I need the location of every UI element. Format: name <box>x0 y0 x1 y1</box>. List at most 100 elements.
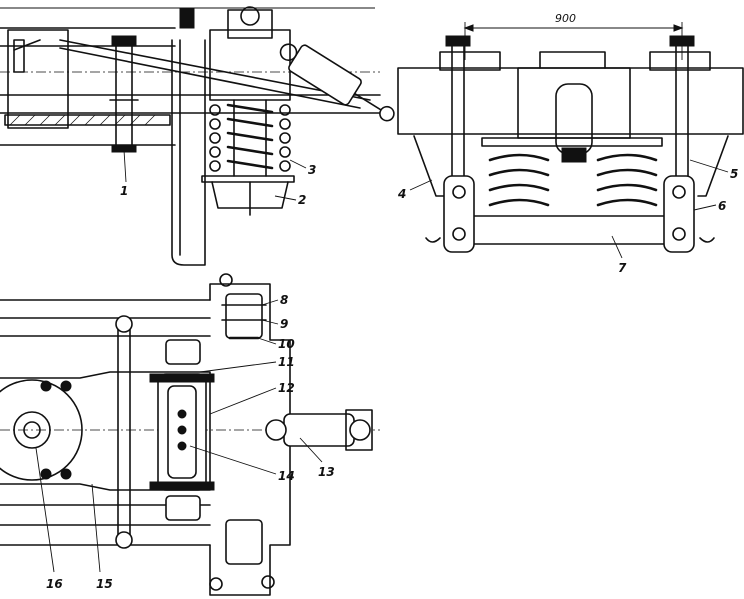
disc-center <box>23 421 41 439</box>
coil-spring-left <box>209 104 221 172</box>
svg-text:13: 13 <box>318 465 335 479</box>
shock-absorber-13 <box>283 413 355 447</box>
tie-rod-1 <box>59 39 371 101</box>
coil-spring-center <box>226 99 274 177</box>
bolster-hole-3 <box>177 441 187 451</box>
shock-eye-left <box>265 419 287 441</box>
spring-seat <box>201 175 295 183</box>
frame-box <box>7 29 69 129</box>
callout-2: 2 <box>274 193 306 207</box>
rivet-4 <box>60 468 72 480</box>
plan-view: 8 9 10 11 12 13 14 15 <box>0 273 380 596</box>
callout-14: 14 <box>189 445 295 483</box>
frame-lug <box>13 39 25 73</box>
bolster-plate-top <box>149 373 215 383</box>
hanger-left-4 <box>413 135 447 197</box>
bottom-lug-right <box>261 575 275 589</box>
top-bolt-head <box>179 7 195 29</box>
top-hanger <box>225 293 263 339</box>
callout-8: 8 <box>261 293 288 307</box>
housing-cap <box>227 9 273 39</box>
floor-hatching <box>9 114 156 126</box>
bolster-hole-1 <box>177 409 187 419</box>
pivot-cap <box>539 51 606 69</box>
bolster-plate-bottom <box>149 481 215 491</box>
callout-5: 5 <box>689 159 738 181</box>
rivet-1 <box>40 380 52 392</box>
svg-text:7: 7 <box>618 261 627 275</box>
callout-13: 13 <box>299 437 335 479</box>
spring-plate-top <box>481 137 663 147</box>
lower-pad <box>165 495 201 521</box>
svg-text:15: 15 <box>96 577 113 591</box>
callout-1: 1 <box>120 149 128 198</box>
svg-text:11: 11 <box>278 355 295 369</box>
callout-11: 11 <box>199 355 295 373</box>
center-pivot-block <box>517 67 631 139</box>
shock-eye-right <box>349 419 371 441</box>
brace-pin-bottom <box>115 531 133 549</box>
hook-left <box>425 237 441 243</box>
callout-9: 9 <box>261 317 288 331</box>
svg-text:14: 14 <box>278 469 295 483</box>
bolster-hole-2 <box>177 425 187 435</box>
rivet-3 <box>40 468 52 480</box>
svg-text:1: 1 <box>120 184 128 198</box>
svg-text:8: 8 <box>280 293 288 307</box>
callout-7: 7 <box>611 235 627 275</box>
pin-left-lower <box>452 227 466 241</box>
pin-right-lower <box>672 227 686 241</box>
bracket-line <box>13 39 41 51</box>
bottom-lug <box>209 577 223 591</box>
top-lug <box>219 273 233 287</box>
bottom-hanger <box>225 519 263 565</box>
rivet-2 <box>60 380 72 392</box>
pin-right-upper <box>672 185 686 199</box>
wheel-profile <box>171 39 206 266</box>
end-elevation-view: 900 4 <box>397 12 744 275</box>
brace-pin-top <box>115 315 133 333</box>
svg-text:12: 12 <box>278 381 295 395</box>
svg-text:2: 2 <box>298 193 306 207</box>
callout-16: 16 <box>35 447 63 591</box>
coil-spring-right <box>279 104 291 172</box>
pivot-nut <box>561 147 587 163</box>
center-disc-16 <box>0 379 83 481</box>
callout-10: 10 <box>257 337 295 351</box>
callout-15: 15 <box>91 483 113 591</box>
callout-12: 12 <box>209 381 295 415</box>
callout-3: 3 <box>289 159 316 177</box>
svg-text:5: 5 <box>730 167 738 181</box>
svg-text:16: 16 <box>46 577 63 591</box>
spring-housing-top <box>209 29 291 101</box>
svg-text:3: 3 <box>308 163 316 177</box>
hanger-right <box>697 135 729 197</box>
body-beam <box>397 67 744 135</box>
link-block-left <box>443 175 475 253</box>
side-elevation-view: 1 2 3 <box>0 6 395 266</box>
right-pad <box>649 51 711 71</box>
callout-6: 6 <box>693 199 726 213</box>
link-block-right <box>663 175 695 253</box>
upper-pad-11 <box>165 339 201 365</box>
dimension-900: 900 <box>555 12 576 25</box>
pivot-pin <box>555 83 593 155</box>
link-nut-left <box>445 35 471 47</box>
callout-4: 4 <box>397 179 433 201</box>
coil-springs-end <box>488 153 658 207</box>
bolt-nut-top <box>111 35 137 47</box>
housing-eye <box>240 6 260 26</box>
body-beam-15 <box>0 371 211 491</box>
shock-absorber <box>279 43 395 122</box>
floor-plate <box>4 114 171 126</box>
bolster-inner <box>167 385 197 479</box>
disc-hub <box>13 411 51 449</box>
svg-text:4: 4 <box>397 187 406 201</box>
link-nut-right <box>669 35 695 47</box>
pin-left-upper <box>452 185 466 199</box>
svg-text:10: 10 <box>278 337 295 351</box>
shock-bracket <box>345 409 373 451</box>
dim-arrow-right <box>673 24 684 32</box>
